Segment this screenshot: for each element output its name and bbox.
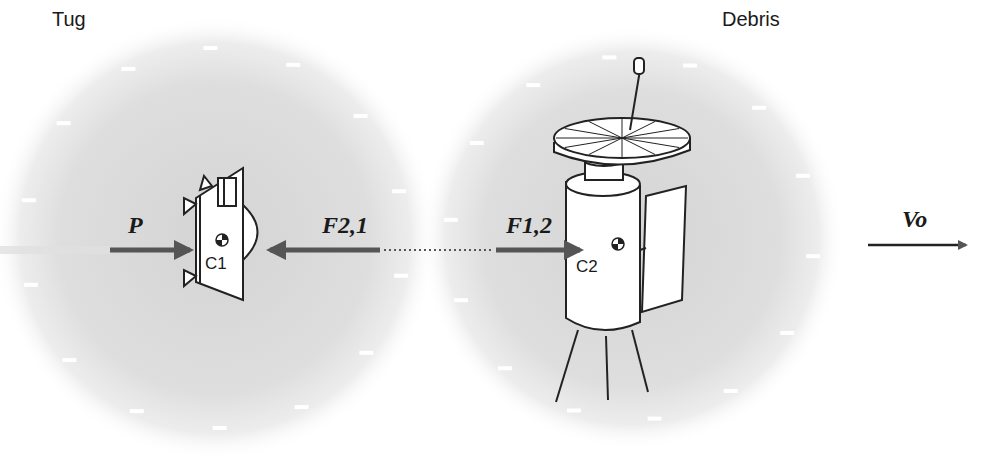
halo-dash	[57, 121, 71, 125]
halo-dash	[203, 46, 217, 50]
force-arrow	[496, 248, 580, 253]
halo-dash	[796, 174, 810, 178]
halo-dash	[806, 254, 820, 258]
halo-dash	[392, 189, 406, 193]
node-heading: Tug	[52, 8, 86, 30]
halo-dash	[470, 141, 484, 145]
node-heading: Debris	[722, 8, 780, 30]
thrust-label: P	[128, 212, 143, 238]
halo-dash	[24, 283, 38, 287]
halo-dash	[213, 426, 227, 430]
dish-spoke	[622, 119, 623, 138]
debris-satellite	[554, 58, 690, 402]
force-label: F1,2	[506, 212, 552, 238]
dish-spoke	[622, 138, 623, 157]
dish-spoke	[589, 122, 622, 138]
halo-dash	[444, 218, 458, 222]
force-label: F2,1	[322, 212, 368, 238]
mass-center-label: C2	[576, 258, 598, 277]
tether-line	[384, 249, 494, 251]
thrust-arrow	[110, 248, 190, 253]
halo-dash	[121, 67, 135, 71]
velocity-arrow	[868, 244, 966, 247]
force-arrow	[270, 248, 380, 253]
dish-spoke	[622, 138, 688, 139]
halo-dash	[359, 351, 373, 355]
dish-spoke	[556, 138, 622, 139]
halo-dash	[22, 198, 36, 202]
debris-halo	[420, 26, 844, 450]
halo-dash	[648, 417, 662, 421]
debris-region: DebrisC2	[440, 0, 870, 460]
halo-dash	[454, 298, 468, 302]
center-of-mass-symbol	[612, 238, 624, 250]
halo-dash	[526, 83, 540, 87]
dish-spoke	[622, 138, 655, 154]
halo-dash	[130, 409, 144, 413]
halo-dash	[567, 409, 581, 413]
halo-dash	[683, 63, 697, 67]
exhaust-plume	[0, 246, 110, 254]
halo-dash	[354, 114, 368, 118]
tug-halo	[0, 16, 437, 460]
halo-dash	[498, 366, 512, 370]
mass-center-label: C1	[205, 255, 227, 274]
dish-spoke	[565, 138, 622, 148]
halo-dash	[295, 405, 309, 409]
halo-dash	[752, 106, 766, 110]
center-of-mass-symbol	[216, 234, 228, 246]
halo-dash	[602, 55, 616, 59]
halo-dash	[780, 331, 794, 335]
halo-dash	[394, 274, 408, 278]
halo-dash	[724, 389, 738, 393]
velocity-label: Vo	[902, 206, 927, 232]
tug-capsule	[184, 168, 258, 300]
halo-dash	[286, 63, 300, 67]
halo-dash	[62, 358, 76, 362]
tug-region: TugC1	[0, 0, 440, 460]
halo-dashes	[22, 46, 820, 430]
